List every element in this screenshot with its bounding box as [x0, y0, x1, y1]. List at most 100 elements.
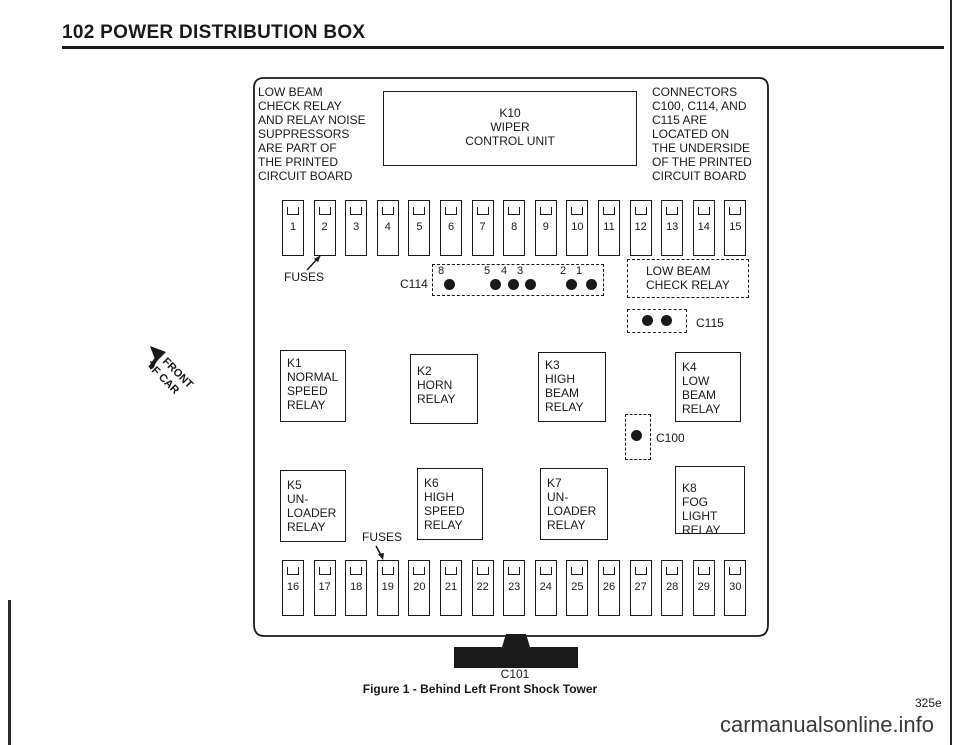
c114-connector	[432, 264, 604, 296]
header-rule	[62, 46, 944, 49]
relay-k3: K3 HIGH BEAM RELAY	[538, 352, 606, 422]
relay-k2: K2 HORN RELAY	[410, 354, 478, 424]
fuse-notch	[381, 567, 394, 575]
fuse-label: 28	[666, 581, 679, 593]
fuse-notch	[729, 207, 742, 215]
c114-pin-label: 1	[576, 265, 583, 277]
c114-pin	[566, 279, 577, 290]
fuse-label: 25	[571, 581, 584, 593]
note-right: CONNECTORS C100, C114, AND C115 ARE LOCA…	[652, 85, 752, 183]
fuse-22: 22	[471, 560, 494, 616]
fuse-23: 23	[503, 560, 526, 616]
figure-caption: Figure 1 - Behind Left Front Shock Tower	[362, 682, 598, 696]
fuse-19: 19	[376, 560, 399, 616]
fuse-label: 13	[666, 221, 679, 233]
fuse-label: 9	[542, 221, 549, 233]
fuse-label: 1	[289, 221, 297, 233]
page-title: 102 POWER DISTRIBUTION BOX	[62, 22, 366, 43]
page-edge-line	[8, 600, 11, 745]
fuse-17: 17	[313, 560, 336, 616]
fuse-label: 29	[697, 581, 710, 593]
fuse-label: 14	[697, 221, 710, 233]
fuse-notch	[445, 567, 457, 575]
fuse-notch	[697, 567, 710, 575]
fuse-10: 10	[566, 200, 589, 256]
fuses-arrow	[375, 545, 384, 560]
c114-pin-label: 3	[517, 265, 524, 277]
fuse-label: 18	[350, 581, 363, 593]
fuse-9: 9	[534, 200, 557, 256]
fuse-26: 26	[598, 560, 620, 616]
fuse-29: 29	[692, 560, 715, 616]
watermark: carmanualsonline.info	[720, 712, 935, 737]
fuse-notch	[287, 207, 299, 215]
fuse-label: 22	[476, 581, 489, 593]
fuse-notch	[476, 207, 489, 215]
fuse-notch	[445, 207, 457, 215]
fuse-label: 3	[353, 221, 360, 233]
note-left: LOW BEAM CHECK RELAY AND RELAY NOISE SUP…	[258, 85, 366, 183]
fuse-notch	[666, 567, 679, 575]
fuse-18: 18	[345, 560, 368, 616]
fuse-label: 16	[286, 581, 300, 593]
fuse-notch	[508, 207, 521, 215]
fuse-4: 4	[376, 200, 399, 256]
front-of-car-label: FRONTOF CAR	[150, 356, 195, 397]
c101-connector	[454, 634, 578, 668]
fuse-label: 5	[416, 221, 423, 233]
fuse-label: 26	[602, 581, 616, 593]
fuse-label: 10	[571, 221, 584, 233]
fuse-notch	[413, 567, 426, 575]
fuse-notch	[508, 567, 521, 575]
fuse-3: 3	[345, 200, 368, 256]
fuse-notch	[413, 207, 426, 215]
fuse-label: 21	[444, 581, 458, 593]
c100-pin	[631, 430, 642, 441]
c115-connector	[627, 309, 687, 333]
fuse-notch	[571, 567, 584, 575]
fuse-28: 28	[661, 560, 684, 616]
fuse-notch	[539, 567, 552, 575]
fuse-label: 24	[539, 581, 552, 593]
c100-label: C100	[656, 431, 685, 445]
c114-pin	[586, 279, 597, 290]
fuse-label: 20	[413, 581, 426, 593]
fuse-label: 11	[603, 221, 615, 233]
fuse-1: 1	[282, 200, 304, 256]
fuse-notch	[697, 207, 710, 215]
fuse-label: 27	[634, 581, 647, 593]
fuse-11: 11	[598, 200, 620, 256]
c114-pin	[525, 279, 536, 290]
fuse-notch	[634, 207, 647, 215]
fuse-label: 7	[479, 221, 486, 233]
relay-k4: K4 LOW BEAM RELAY	[675, 352, 741, 422]
fuse-5: 5	[408, 200, 431, 256]
fuse-24: 24	[534, 560, 557, 616]
relay-k6: K6 HIGH SPEED RELAY	[417, 468, 483, 540]
fuse-notch	[476, 567, 489, 575]
fuses-label-top: FUSES	[284, 270, 325, 284]
fuses-arrow	[306, 255, 321, 271]
fuse-notch	[729, 567, 742, 575]
fuse-21: 21	[440, 560, 462, 616]
c115-pin	[642, 315, 653, 326]
c100-connector	[625, 414, 651, 460]
relay-k5: K5 UN- LOADER RELAY	[280, 470, 346, 542]
fuses-label-bottom: FUSES	[362, 530, 403, 544]
fuse-notch	[603, 207, 615, 215]
fuse-notch	[603, 567, 615, 575]
fuse-notch	[634, 567, 647, 575]
c115-pin	[661, 315, 672, 326]
fuse-notch	[571, 207, 584, 215]
fuse-12: 12	[629, 200, 652, 256]
fuse-label: 30	[729, 581, 742, 593]
fuse-notch	[318, 207, 331, 215]
c101-label: C101	[500, 667, 530, 681]
page-edge-line	[950, 0, 952, 745]
fuse-27: 27	[629, 560, 652, 616]
c114-pin-label: 8	[438, 265, 445, 277]
fuse-label: 12	[634, 221, 647, 233]
fuse-label: 2	[321, 221, 328, 233]
fuse-2: 2	[313, 200, 336, 256]
fuse-label: 15	[729, 221, 742, 233]
